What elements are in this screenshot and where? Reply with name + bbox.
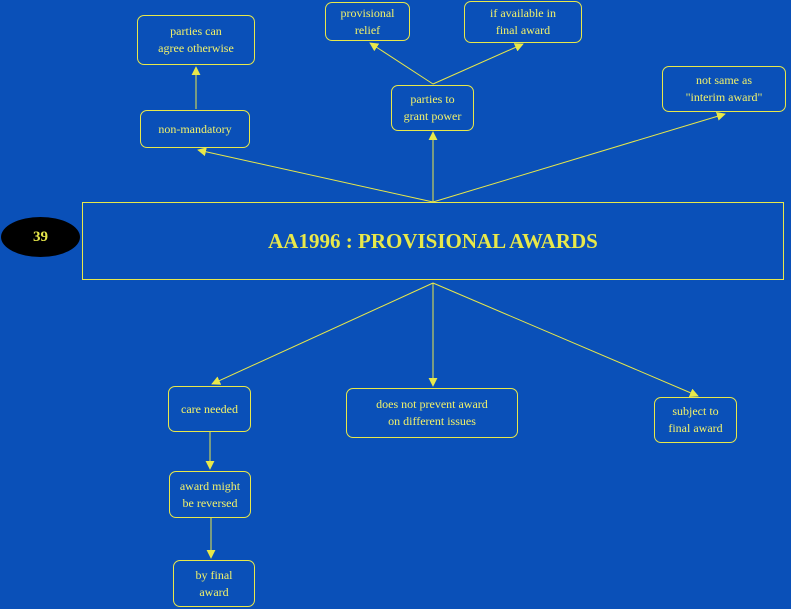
node-not-same-interim: not same as "interim award" [662, 66, 786, 112]
edge-main-to-non-mandatory [197, 147, 434, 203]
node-award-reversed: award might be reversed [169, 471, 251, 518]
edge-grant-to-relief [369, 42, 434, 85]
node-parties-grant-power: parties to grant power [391, 85, 474, 131]
edge-main-to-care [211, 282, 434, 385]
edge-main-to-subject [432, 282, 699, 397]
edge-grant-to-available [432, 43, 524, 85]
edge-main-to-not-same [432, 112, 726, 203]
node-parties-agree-otherwise: parties can agree otherwise [137, 15, 255, 65]
slide-number-badge: 39 [1, 217, 80, 257]
node-by-final-award: by final award [173, 560, 255, 607]
node-provisional-relief: provisional relief [325, 2, 410, 41]
node-subject-to-final: subject to final award [654, 397, 737, 443]
node-if-available: if available in final award [464, 1, 582, 43]
node-does-not-prevent: does not prevent award on different issu… [346, 388, 518, 438]
node-care-needed: care needed [168, 386, 251, 432]
diagram-title: AA1996 : PROVISIONAL AWARDS [82, 202, 784, 280]
node-non-mandatory: non-mandatory [140, 110, 250, 148]
